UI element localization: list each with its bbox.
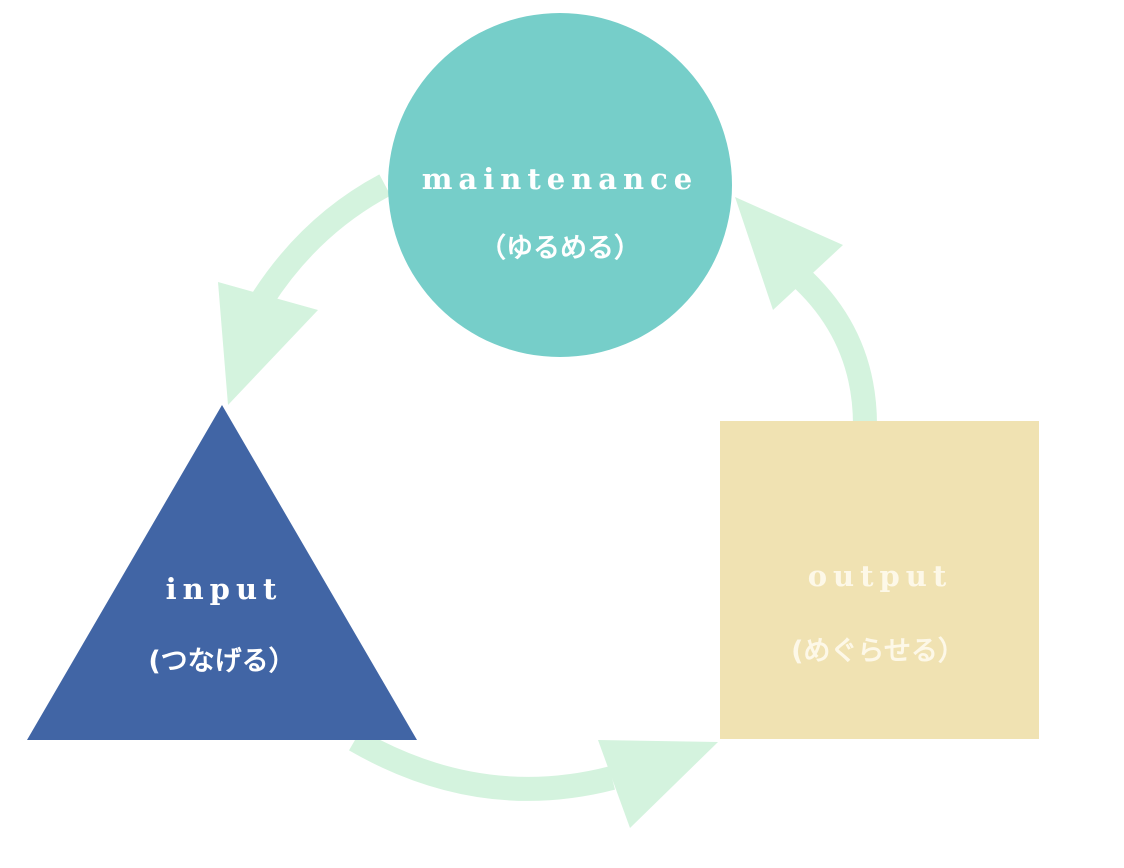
input-subtitle: (つなげる） [148, 646, 295, 677]
output-subtitle: (めぐらせる） [791, 636, 965, 667]
node-input: input (つなげる） [27, 405, 417, 740]
node-output: output (めぐらせる） [720, 421, 1039, 739]
maintenance-subtitle: （ゆるめる） [479, 233, 641, 264]
node-maintenance: maintenance （ゆるめる） [388, 13, 732, 357]
output-square [720, 421, 1039, 739]
maintenance-circle [388, 13, 732, 357]
cycle-arrows [218, 174, 877, 828]
arrow-output-to-maintenance [735, 197, 877, 426]
input-title: input [166, 572, 283, 606]
output-title: output [808, 559, 953, 593]
input-triangle [27, 405, 417, 740]
arrow-input-to-output [349, 729, 718, 828]
arrow-maintenance-to-input [218, 174, 391, 405]
maintenance-title: maintenance [422, 162, 699, 196]
